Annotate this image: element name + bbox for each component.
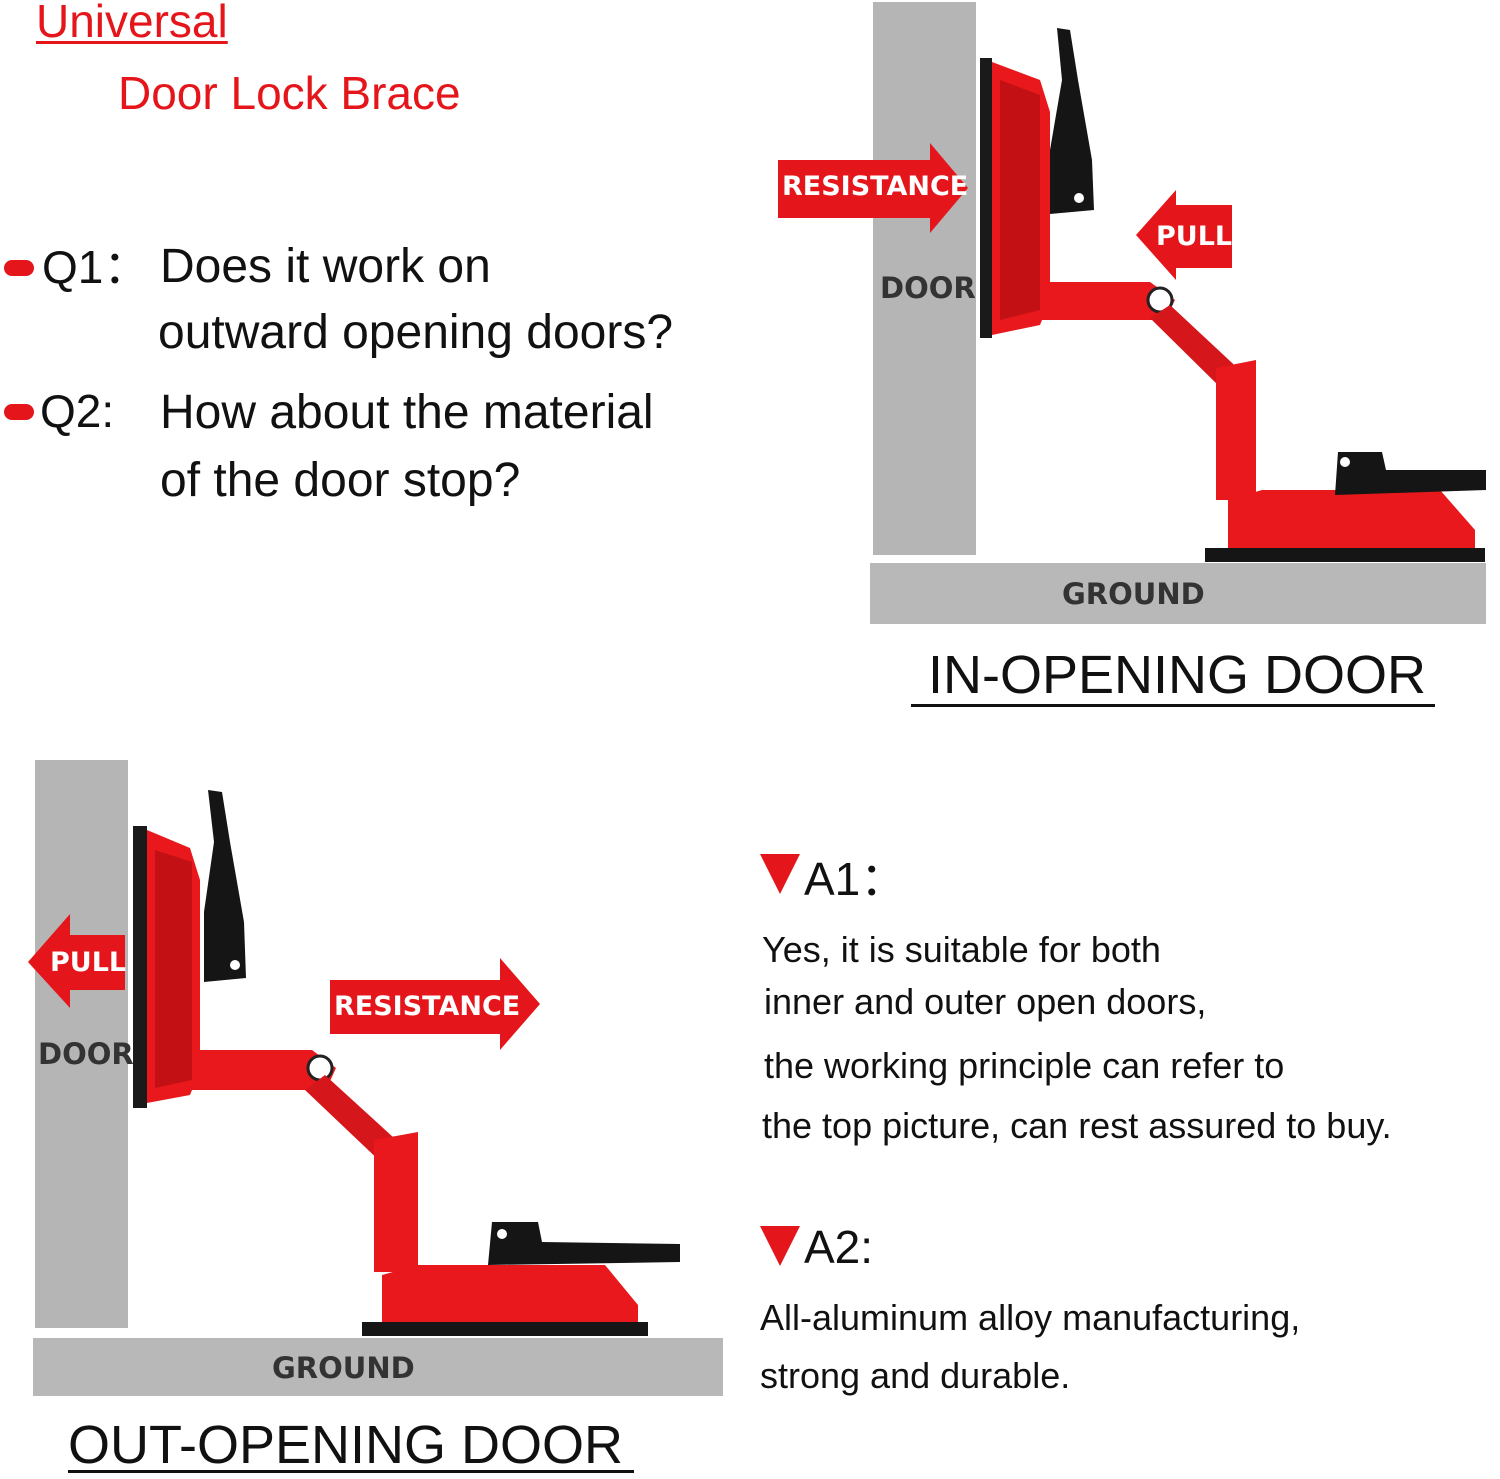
arrow-right-icon bbox=[778, 143, 968, 233]
q1-line2: outward opening doors? bbox=[158, 306, 674, 359]
in-resistance-label: RESISTANCE bbox=[782, 171, 969, 202]
out-ground bbox=[33, 1338, 723, 1396]
out-door-label: DOOR bbox=[38, 1037, 134, 1071]
in-arm-vertical bbox=[1216, 360, 1256, 500]
a1-line3: the working principle can refer to bbox=[764, 1045, 1285, 1086]
a1-line2: inner and outer open doors, bbox=[764, 981, 1207, 1022]
in-lever-top bbox=[1050, 28, 1094, 214]
in-suction-rim bbox=[980, 58, 992, 338]
q2-line2: of the door stop? bbox=[160, 454, 521, 507]
out-opening-caption: OUT-OPENING DOOR bbox=[68, 1415, 624, 1475]
q2-line1: How about the material bbox=[160, 386, 654, 439]
out-arm-vertical bbox=[374, 1132, 418, 1272]
a2-line2: strong and durable. bbox=[760, 1355, 1071, 1396]
in-door bbox=[873, 2, 976, 555]
title-universal: Universal bbox=[36, 0, 228, 47]
out-lever-top bbox=[204, 790, 246, 982]
out-pull-label: PULL bbox=[50, 947, 127, 978]
in-base-cup bbox=[1228, 490, 1475, 548]
a2-label: A2: bbox=[804, 1221, 874, 1273]
out-resistance-label: RESISTANCE bbox=[334, 991, 521, 1022]
in-opening-caption: IN-OPENING DOOR bbox=[928, 645, 1427, 705]
bullet-dot-icon bbox=[4, 260, 34, 276]
arrow-right-icon bbox=[330, 958, 540, 1050]
a1-line1: Yes, it is suitable for both bbox=[762, 929, 1161, 970]
down-triangle-icon bbox=[760, 1226, 800, 1266]
a2-line1: All-aluminum alloy manufacturing, bbox=[760, 1297, 1301, 1338]
in-lever-bottom bbox=[1335, 452, 1486, 495]
in-caption-underline bbox=[911, 704, 1435, 707]
out-caption-underline bbox=[68, 1470, 634, 1473]
title-door-lock-brace: Door Lock Brace bbox=[118, 67, 461, 119]
in-ground bbox=[870, 563, 1486, 624]
out-lever-bottom bbox=[488, 1222, 680, 1265]
in-pull-label: PULL bbox=[1156, 221, 1233, 252]
in-arm-horizontal bbox=[1040, 282, 1175, 320]
out-ground-label: GROUND bbox=[272, 1351, 415, 1385]
in-ground-label: GROUND bbox=[1062, 577, 1205, 611]
a1-line4: the top picture, can rest assured to buy… bbox=[762, 1105, 1392, 1146]
arrow-left-icon bbox=[1136, 190, 1232, 280]
out-arm-horizontal bbox=[192, 1050, 336, 1090]
q1-line1: Does it work on bbox=[160, 240, 491, 293]
in-door-label: DOOR bbox=[880, 271, 976, 305]
q1-label: Q1： bbox=[42, 241, 150, 293]
a1-label: A1： bbox=[804, 853, 907, 905]
bullet-dot-icon bbox=[4, 404, 34, 420]
down-triangle-icon bbox=[760, 854, 800, 894]
out-base-cup bbox=[382, 1265, 638, 1322]
out-suction-rim bbox=[133, 826, 147, 1108]
out-door bbox=[35, 760, 128, 1328]
q2-label: Q2: bbox=[40, 385, 115, 437]
arrow-left-icon bbox=[28, 914, 125, 1008]
